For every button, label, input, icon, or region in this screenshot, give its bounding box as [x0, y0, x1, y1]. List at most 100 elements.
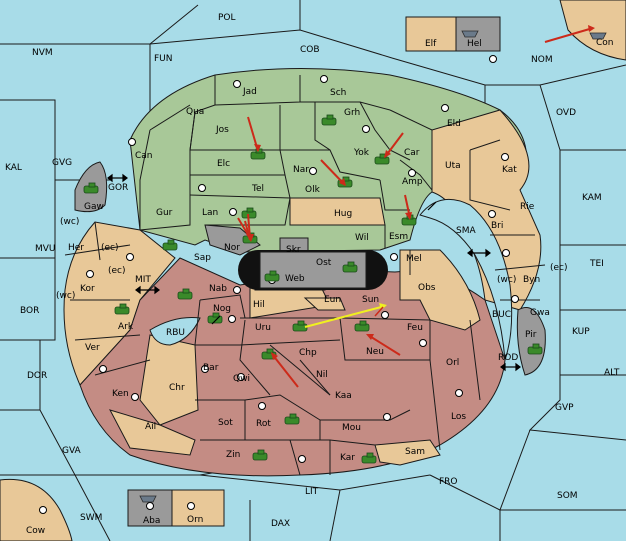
label-sch: Sch [330, 88, 346, 98]
unit-ost[interactable] [342, 261, 358, 273]
label-nog: Nog [213, 304, 231, 314]
label-ost: Ost [316, 258, 332, 268]
label-dor: DOR [27, 371, 47, 381]
territory-ail[interactable] [109, 409, 196, 456]
fleet-aba[interactable] [139, 495, 157, 503]
label-hil: Hil [253, 300, 265, 310]
unit-nog[interactable] [207, 312, 223, 324]
label-qwi: Qwi [233, 374, 250, 384]
label-gaw: Gaw [84, 202, 104, 212]
label-rot: Rot [256, 419, 271, 429]
unit-web[interactable] [264, 270, 280, 282]
label-bor: BOR [20, 306, 39, 316]
label-fro: FRO [439, 477, 458, 487]
label-nor: Nor [224, 243, 240, 253]
sea-rbu[interactable] [149, 317, 201, 346]
label-kor-wc: (wc) [56, 291, 75, 301]
territory-nor[interactable] [204, 224, 261, 256]
label-alt: ALT [604, 368, 620, 378]
label-kor: Kor [80, 284, 95, 294]
label-gva: GVA [62, 446, 82, 456]
label-qua: Qua [186, 107, 204, 117]
label-grh: Grh [344, 108, 360, 118]
territory-elf[interactable] [405, 16, 457, 52]
label-aba: Aba [143, 516, 160, 526]
unit-kar[interactable] [361, 452, 377, 464]
label-jad: Jad [242, 87, 257, 97]
unit-zin[interactable] [252, 449, 268, 461]
label-nar: Nar [293, 165, 309, 175]
label-olk: Olk [305, 185, 321, 195]
label-web: Web [285, 274, 305, 284]
territory-orn[interactable] [171, 489, 225, 527]
label-gur: Gur [156, 208, 173, 218]
label-buc: BUC [492, 310, 511, 320]
label-yok: Yok [353, 148, 370, 158]
unit-ark[interactable] [114, 303, 130, 315]
unit-gaw[interactable] [83, 182, 99, 194]
label-sam: Sam [405, 447, 425, 457]
label-tei: TEI [589, 259, 604, 269]
label-orl: Orl [446, 358, 459, 368]
strait-arrows [107, 173, 521, 372]
fleet-hel[interactable] [461, 30, 479, 38]
territory-sam[interactable] [374, 439, 441, 466]
label-kaa: Kaa [335, 391, 352, 401]
units [83, 114, 543, 464]
fleet-con[interactable] [589, 32, 607, 40]
label-gvp: GVP [555, 403, 574, 413]
label-dax: DAX [271, 519, 290, 529]
label-eld: Eld [447, 119, 461, 129]
unit-uru[interactable] [292, 320, 308, 332]
label-esm: Esm [389, 232, 408, 242]
label-pol: POL [218, 13, 236, 23]
label-her-ec: (ec) [101, 243, 119, 253]
label-uta: Uta [445, 161, 461, 171]
label-som: SOM [557, 491, 578, 501]
label-tel: Tel [251, 184, 264, 194]
label-skr: Skr [286, 245, 301, 255]
territory-eun[interactable] [303, 297, 346, 311]
label-gor: GOR [108, 183, 128, 193]
label-mou: Mou [342, 423, 361, 433]
label-ovd: OVD [556, 108, 576, 118]
territory-green-region [129, 68, 528, 253]
territory-chr[interactable] [139, 334, 199, 426]
territory-pir[interactable] [516, 307, 546, 376]
label-byn-wc: (wc) [497, 275, 516, 285]
label-ail: Ail [145, 422, 156, 432]
label-wil: Wil [355, 233, 369, 243]
label-sma: SMA [456, 226, 476, 236]
label-los: Los [451, 412, 466, 422]
unit-pir[interactable] [527, 343, 543, 355]
label-rod: ROD [498, 353, 518, 363]
label-ver: Ver [85, 343, 100, 353]
unit-yok[interactable] [374, 153, 390, 165]
territory-cow[interactable] [0, 478, 73, 541]
label-byn-ec: (ec) [550, 263, 568, 273]
label-hel: Hel [467, 39, 482, 49]
label-nom: NOM [531, 55, 553, 65]
label-her: Her [68, 243, 84, 253]
label-sun: Sun [362, 295, 379, 305]
unit-rot[interactable] [284, 413, 300, 425]
convoy-lines [374, 306, 384, 317]
label-cob: COB [300, 45, 320, 55]
label-ken: Ken [112, 389, 129, 399]
label-cow: Cow [26, 526, 45, 536]
label-gwa: Gwa [530, 308, 550, 318]
unit-nab[interactable] [177, 288, 193, 300]
unit-grh[interactable] [321, 114, 337, 126]
order-arrowheads [246, 25, 595, 360]
label-con: Con [596, 38, 614, 48]
label-obs: Obs [418, 283, 436, 293]
unit-sap[interactable] [162, 239, 178, 251]
label-zin: Zin [226, 450, 240, 460]
label-lit: LIT [305, 487, 319, 497]
label-lan: Lan [202, 208, 218, 218]
label-hug: Hug [334, 209, 352, 219]
unit-feu[interactable] [354, 320, 370, 332]
map-labels: POL NVM FUN COB NOM OVD Con Elf Hel KAL … [5, 13, 620, 536]
label-rbu: RBU [166, 328, 185, 338]
